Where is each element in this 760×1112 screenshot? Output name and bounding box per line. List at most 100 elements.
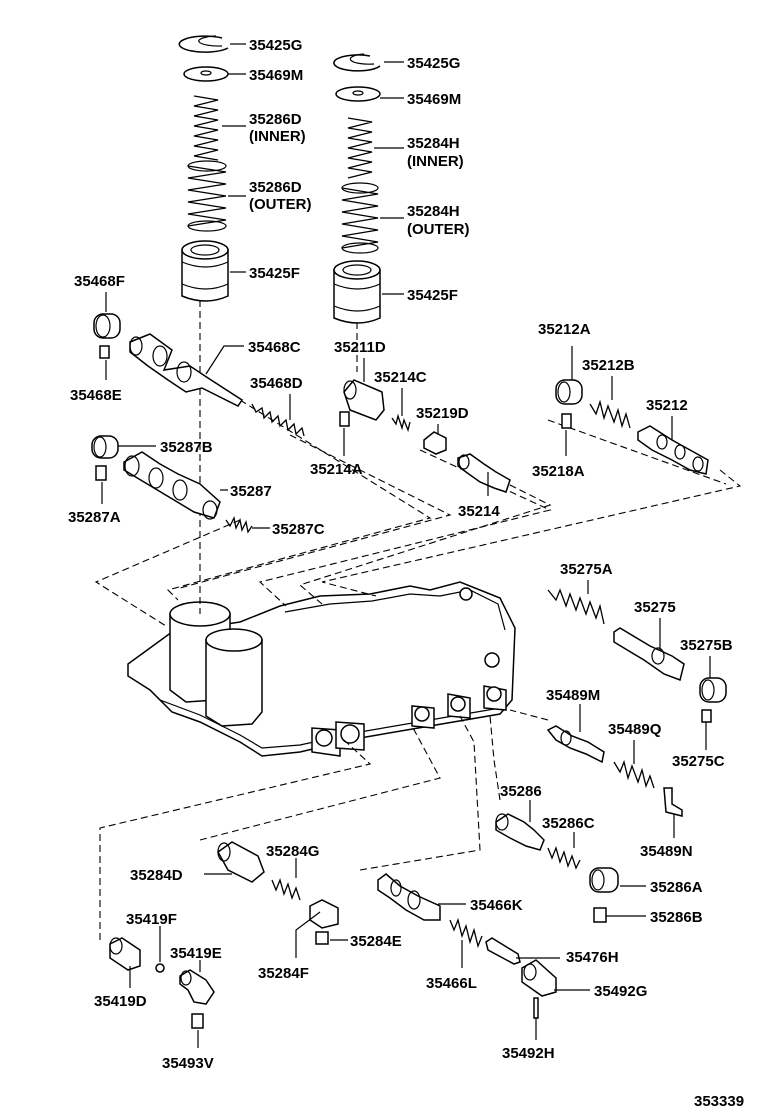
part-35212B-spring [589, 399, 631, 429]
part-35476H-pin [485, 937, 521, 965]
part-35286D-outer-spring [187, 160, 227, 232]
part-35219D-plug [423, 431, 447, 455]
label-35466K: 35466K [470, 897, 523, 914]
part-35284D-sleeve [217, 841, 265, 883]
label-35468D: 35468D [250, 375, 303, 392]
label-35286C: 35286C [542, 815, 595, 832]
part-35284H-inner-spring [347, 117, 373, 179]
label-35468C: 35468C [248, 339, 301, 356]
part-35419F-ball [155, 963, 165, 973]
label-inner-right: (INNER) [407, 153, 464, 170]
part-35211D-sleeve [343, 379, 385, 421]
label-35214: 35214 [458, 503, 500, 520]
part-35284E-retainer [315, 931, 329, 945]
part-35284F-plug [309, 899, 339, 929]
part-35493V-retainer [191, 1013, 204, 1029]
label-35425G-left: 35425G [249, 37, 302, 54]
part-35489Q-spring [613, 759, 655, 789]
label-35493V: 35493V [162, 1055, 214, 1072]
label-35212B: 35212B [582, 357, 635, 374]
label-35466L: 35466L [426, 975, 477, 992]
part-35214-valve [457, 453, 511, 493]
label-35489Q: 35489Q [608, 721, 662, 738]
part-35489N-pin [663, 787, 683, 817]
label-inner-left: (INNER) [249, 128, 306, 145]
part-35287B-plug [91, 435, 119, 459]
label-35469M-left: 35469M [249, 67, 303, 84]
part-35419D-sleeve [109, 937, 141, 971]
label-35219D: 35219D [416, 405, 469, 422]
label-35286D-outer: 35286D [249, 179, 302, 196]
label-35425F-right: 35425F [407, 287, 458, 304]
label-35284E: 35284E [350, 933, 402, 950]
label-35425G-right: 35425G [407, 55, 460, 72]
part-35468C-valve [129, 333, 244, 407]
label-35476H: 35476H [566, 949, 619, 966]
label-35287B: 35287B [160, 439, 213, 456]
part-35468E-retainer [99, 345, 110, 359]
part-35214C-spring [391, 413, 411, 433]
leader-lines [101, 43, 711, 1048]
label-35287: 35287 [230, 483, 272, 500]
label-35212: 35212 [646, 397, 688, 414]
part-35214A-retainer [339, 411, 350, 427]
part-35218A-retainer [561, 413, 572, 429]
label-35492H: 35492H [502, 1045, 555, 1062]
label-35468E: 35468E [70, 387, 122, 404]
part-35425G-snap-ring-right [333, 53, 381, 72]
diagram-reference-number: 353339 [694, 1093, 744, 1110]
part-35287A-retainer [95, 465, 107, 481]
part-35275B-plug [699, 677, 727, 703]
label-35284H-inner: 35284H [407, 135, 460, 152]
label-35286B: 35286B [650, 909, 703, 926]
part-35466K-valve [377, 873, 441, 921]
label-35214C: 35214C [374, 369, 427, 386]
label-35284F: 35284F [258, 965, 309, 982]
label-35284G: 35284G [266, 843, 319, 860]
part-35425F-plug-right [333, 260, 381, 324]
label-35286A: 35286A [650, 879, 703, 896]
part-35469M-retainer-left [183, 66, 229, 82]
part-35286A-plug [589, 867, 619, 893]
part-35286C-spring [547, 845, 581, 870]
part-35275-valve [613, 627, 685, 681]
part-35212A-plug [555, 379, 583, 405]
label-35275: 35275 [634, 599, 676, 616]
part-35419E-valve [179, 969, 215, 1005]
label-35211D: 35211D [334, 339, 386, 356]
part-35286D-inner-spring [193, 95, 219, 161]
part-35425F-plug-left [181, 240, 229, 302]
part-35284H-outer-spring [341, 182, 379, 254]
part-35212-valve [637, 425, 709, 475]
part-35287-valve [123, 451, 221, 520]
label-35286: 35286 [500, 783, 542, 800]
label-35218A: 35218A [532, 463, 585, 480]
label-35275B: 35275B [680, 637, 733, 654]
label-35286D-inner: 35286D [249, 111, 302, 128]
dashed-guide-lines [94, 300, 742, 940]
label-35469M-right: 35469M [407, 91, 461, 108]
label-35489M: 35489M [546, 687, 600, 704]
part-35468F-plug [93, 313, 121, 339]
part-labels: 35425G 35469M 35286D (INNER) 35286D (OUT… [68, 37, 744, 1110]
label-outer-left: (OUTER) [249, 196, 312, 213]
part-35489M-valve [546, 725, 605, 764]
label-outer-right: (OUTER) [407, 221, 470, 238]
part-35469M-retainer-right [335, 86, 381, 102]
label-35275A: 35275A [560, 561, 613, 578]
label-35287A: 35287A [68, 509, 121, 526]
label-35287C: 35287C [272, 521, 325, 538]
label-35419D: 35419D [94, 993, 147, 1010]
label-35425F-left: 35425F [249, 265, 300, 282]
part-35466L-spring [449, 917, 483, 949]
label-35212A: 35212A [538, 321, 591, 338]
part-35275C-retainer [701, 709, 712, 723]
part-35286B-retainer [593, 907, 607, 923]
label-35419F: 35419F [126, 911, 177, 928]
part-35492G-sleeve [521, 959, 557, 997]
label-35284H-outer: 35284H [407, 203, 460, 220]
part-35286-valve [495, 813, 545, 851]
part-35287C-spring [225, 516, 253, 534]
label-35468F: 35468F [74, 273, 125, 290]
